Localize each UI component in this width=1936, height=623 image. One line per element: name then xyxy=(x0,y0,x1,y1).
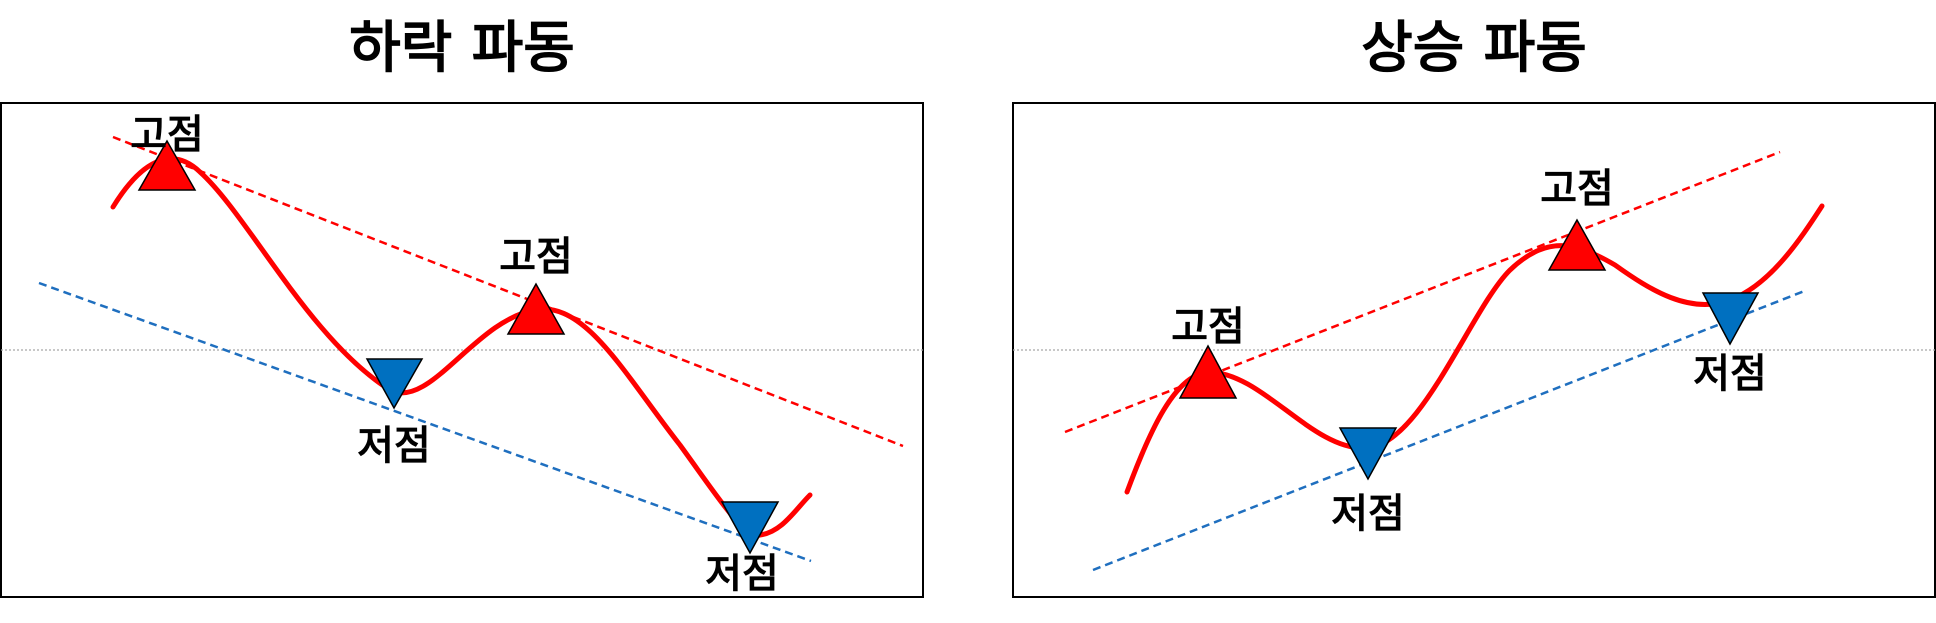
falling-peak2-label: 고점 xyxy=(499,234,573,280)
rising-trough1-label: 저점 xyxy=(1331,491,1405,537)
rising-support-line xyxy=(1092,288,1808,572)
falling-trough2-marker xyxy=(720,501,780,555)
falling-wave-diagram: 고점 저점 고점 저점 xyxy=(0,102,924,598)
falling-peak1-marker xyxy=(137,139,197,191)
rising-resistance-line xyxy=(1064,150,1781,434)
rising-peak1-marker xyxy=(1178,344,1238,399)
falling-wave-title: 하락 파동 xyxy=(349,16,575,81)
falling-trough1-marker xyxy=(365,358,424,410)
falling-resistance-line xyxy=(112,135,904,448)
falling-support-line xyxy=(38,281,812,563)
rising-peak2-label: 고점 xyxy=(1540,166,1614,212)
rising-peak2-marker xyxy=(1547,218,1607,271)
rising-peak1-label: 고점 xyxy=(1171,304,1245,350)
falling-trough1-label: 저점 xyxy=(357,423,431,469)
rising-trough1-marker xyxy=(1338,427,1398,481)
falling-peak1-label: 고점 xyxy=(130,112,204,158)
falling-peak2-marker xyxy=(506,282,566,335)
rising-trough2-label: 저점 xyxy=(1693,351,1767,397)
rising-wave-diagram: 고점 저점 고점 저점 xyxy=(1012,102,1936,598)
falling-trough2-label: 저점 xyxy=(705,551,779,597)
rising-trough2-marker xyxy=(1701,292,1760,346)
rising-wave-title: 상승 파동 xyxy=(1361,16,1587,81)
